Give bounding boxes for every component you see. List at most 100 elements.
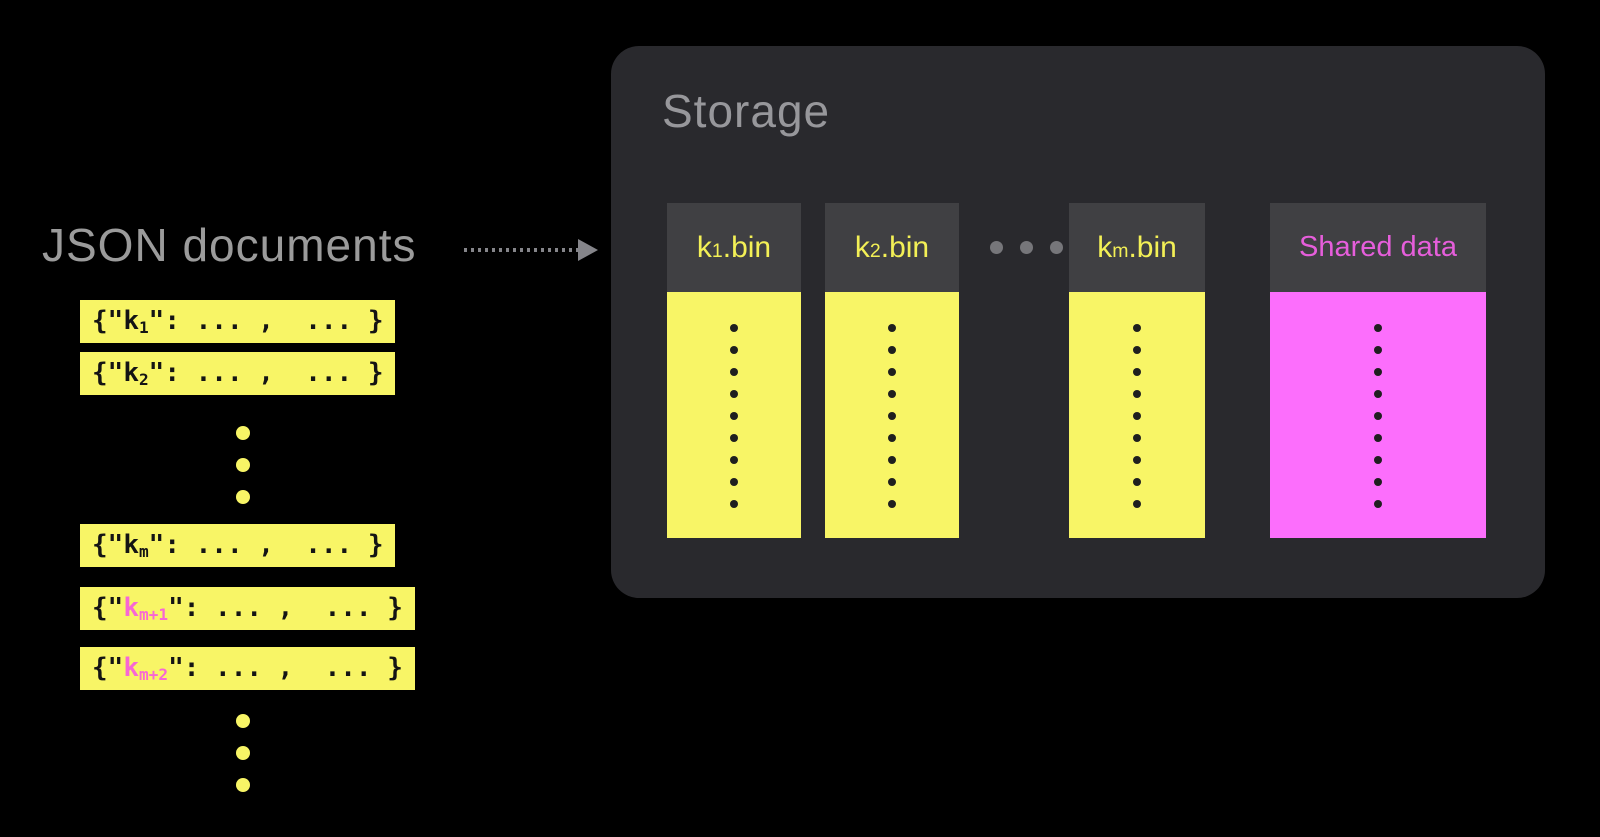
dot — [730, 368, 738, 376]
dot — [1133, 500, 1141, 508]
row-key-name: k — [123, 530, 139, 560]
dot — [236, 458, 250, 472]
dot — [1133, 390, 1141, 398]
dot — [1133, 412, 1141, 420]
document-ellipsis-dots — [236, 714, 250, 792]
dot — [1374, 390, 1382, 398]
json-document-row-km2: {"km+2": ... , ... } — [80, 647, 415, 690]
storage-title: Storage — [662, 85, 831, 137]
shared-data-header: Shared data — [1270, 203, 1486, 292]
shared-data-label: Shared data — [1298, 231, 1457, 263]
dot — [888, 434, 896, 442]
dot — [1374, 478, 1382, 486]
dot — [730, 456, 738, 464]
dot — [888, 368, 896, 376]
column-content-dots — [1133, 324, 1141, 508]
dot — [989, 241, 1003, 254]
dot — [888, 500, 896, 508]
row-key-name: k — [123, 358, 139, 388]
row-key: k2 — [123, 358, 148, 388]
column-content-dots — [1374, 324, 1382, 508]
row-close: ": ... , ... } — [148, 306, 384, 336]
dot — [1133, 434, 1141, 442]
row-key: k1 — [123, 306, 148, 336]
bin-file-body — [825, 292, 959, 538]
dot — [888, 324, 896, 332]
row-key-highlighted: km+1 — [123, 593, 168, 623]
dot — [1374, 368, 1382, 376]
dot — [1019, 241, 1033, 254]
bin-file-body — [667, 292, 801, 538]
dot — [888, 478, 896, 486]
dot — [730, 434, 738, 442]
dot — [730, 412, 738, 420]
row-key-subscript: m+1 — [138, 604, 169, 624]
row-key-subscript: 1 — [138, 317, 149, 337]
dot — [1374, 412, 1382, 420]
flow-arrow-line — [464, 248, 578, 252]
bin-file-name: k — [696, 230, 712, 264]
dot — [1133, 368, 1141, 376]
row-key-highlighted: km+2 — [123, 653, 168, 683]
dot — [888, 456, 896, 464]
row-key: km — [123, 530, 148, 560]
column-content-dots — [730, 324, 738, 508]
row-open: {" — [92, 530, 124, 560]
row-close: ": ... , ... } — [148, 358, 384, 388]
dot — [730, 500, 738, 508]
row-open: {" — [92, 358, 124, 388]
shared-data-body — [1270, 292, 1486, 538]
row-key-name: k — [123, 593, 139, 623]
dot — [888, 390, 896, 398]
bin-file-ext: .bin — [722, 230, 772, 264]
bin-file-body — [1069, 292, 1205, 538]
row-open: {" — [92, 306, 124, 336]
document-ellipsis-dots — [236, 426, 250, 504]
bin-file-ext: .bin — [880, 230, 930, 264]
dot — [888, 346, 896, 354]
dot — [730, 346, 738, 354]
row-close: ": ... , ... } — [148, 530, 384, 560]
flow-arrow-head-icon — [578, 239, 598, 261]
dot — [1374, 434, 1382, 442]
row-close: ": ... , ... } — [168, 593, 403, 623]
bin-file-ext: .bin — [1128, 230, 1177, 264]
dot — [236, 426, 250, 440]
dot — [1374, 456, 1382, 464]
column-content-dots — [888, 324, 896, 508]
dot — [1374, 346, 1382, 354]
dot — [730, 478, 738, 486]
storage-column-shared-data: Shared data — [1270, 203, 1486, 538]
dot — [1133, 324, 1141, 332]
row-key-subscript: m+2 — [138, 664, 169, 684]
dot — [888, 412, 896, 420]
dot — [236, 746, 250, 760]
json-documents-label: JSON documents — [42, 219, 417, 271]
json-document-row-k1: {"k1": ... , ... } — [80, 300, 396, 343]
bin-file-name: k — [1097, 230, 1113, 264]
dot — [236, 490, 250, 504]
dot — [1133, 346, 1141, 354]
storage-ellipsis-dots — [983, 203, 1069, 292]
dot — [1133, 478, 1141, 486]
row-key-subscript: 2 — [138, 369, 149, 389]
dot — [1374, 324, 1382, 332]
dot — [236, 778, 250, 792]
row-key-name: k — [123, 306, 139, 336]
bin-file-name: k — [854, 230, 870, 264]
row-close: ": ... , ... } — [168, 653, 403, 683]
dot — [236, 714, 250, 728]
json-document-row-km: {"km": ... , ... } — [80, 524, 396, 567]
row-key-name: k — [123, 653, 139, 683]
dot — [730, 324, 738, 332]
json-document-row-km1: {"km+1": ... , ... } — [80, 587, 415, 630]
dot — [1133, 456, 1141, 464]
dot — [730, 390, 738, 398]
